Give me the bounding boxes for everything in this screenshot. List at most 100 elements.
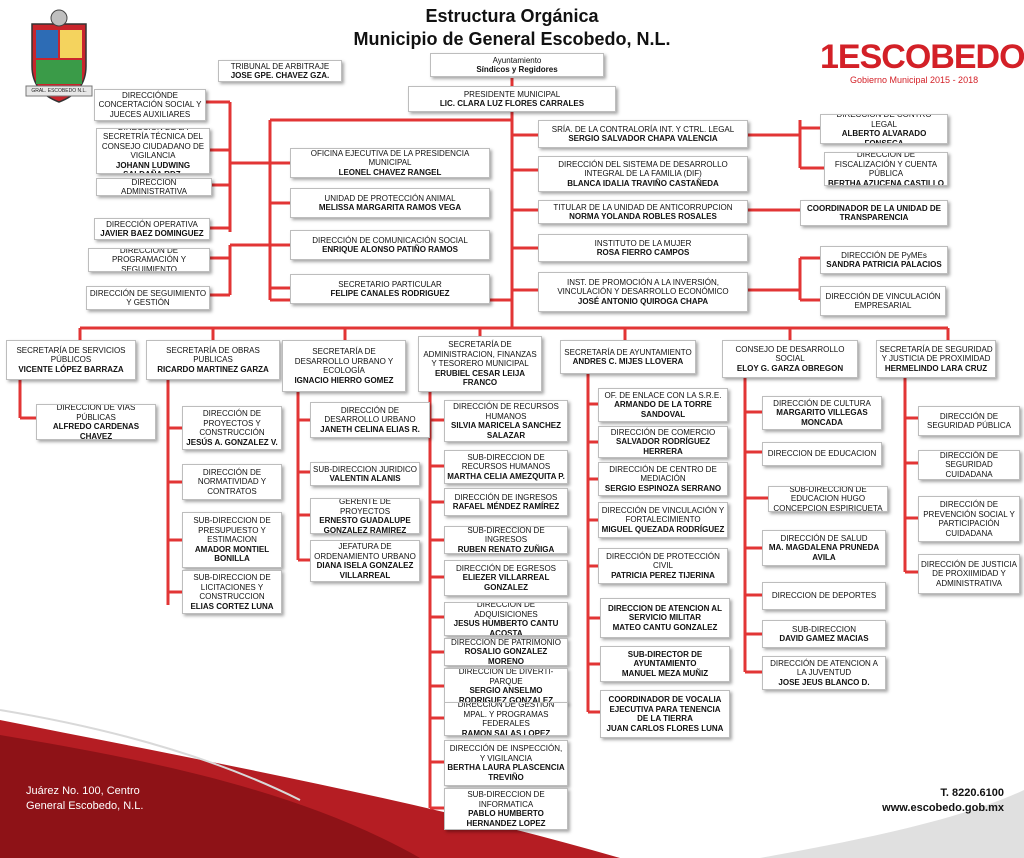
org-box-title: DIRECCIÓN DE ADQUISICIONES [474,602,538,619]
org-box-person: ELOY G. GARZA OBREGON [736,363,844,373]
org-box-person: SERGIO ESPINOZA SERRANO [604,483,722,493]
org-box-person: JOHANN LUDWING SALDAÑA RDZ. [115,160,191,174]
org-box-person: SANDRA PATRICIA PALACIOS [826,260,942,269]
org-box-person: ELIEZER VILLARREAL GONZALEZ [462,573,550,592]
municipal-shield-icon [25,9,93,103]
org-box-enlace-sre: OF. DE ENLACE CON LA S.R.E.ARMANDO DE LA… [598,388,728,422]
org-box-title: DIRECCIÓN DE FISCALIZACIÓN Y CUENTA PÚBL… [834,152,938,178]
org-box-person: SERGIO ANSELMO RODRIGUEZ GONZALEZ [458,686,554,704]
org-box-person: RUBEN RENATO ZUÑIGA [457,544,555,554]
org-box-person: PABLO HUMBERTO HERNANDEZ LOPEZ [466,809,546,828]
phone: T. 8220.6100 [940,787,1004,799]
org-box-title: DIRECCIÓN DEL SISTEMA DE DESARROLLO INTE… [558,159,728,179]
org-box-person: HERMELINDO LARA CRUZ [884,363,988,373]
org-box-person: MELISSA MARGARITA RAMOS VEGA [318,203,462,212]
org-box-programacion: DIRECCIÓN DE PROGRAMACIÓN Y SEGUIMIENTO [88,248,210,272]
org-box-title: DIRECCIÓN DE PREVENCIÓN SOCIAL Y PARTICI… [923,500,1015,538]
org-box-title: DIRECCIÓN DE INGRESOS [454,492,558,502]
org-box-person: ROSALIO GONZALEZ MORENO [464,647,548,666]
org-box-person: SUB-DIRECTOR DE AYUNTAMIENTO [627,649,703,669]
org-box-person: BLANCA IDALIA TRAVIÑO CASTAÑEDA [567,178,719,188]
org-box-licitaciones: SUB-DIRECCION DE LICITACIONES Y CONSTRUC… [182,570,282,614]
org-box-seguridad: SECRETARÍA DE SEGURIDAD Y JUSTICIA DE PR… [876,340,996,378]
org-box-inversion: INST. DE PROMOCIÓN A LA INVERSIÓN, VINCU… [538,272,748,312]
org-box-person: DAVID GAMEZ MACIAS [779,634,869,643]
org-box-title: SUB-DIRECCION DE LICITACIONES Y CONSTRUC… [193,573,271,601]
org-box-title: GERENTE DE PROYECTOS [338,498,391,516]
org-box-oficina-ejecutiva: OFICINA EJECUTIVA DE LA PRESIDENCIA MUNI… [290,148,490,178]
org-box-title: DIRECCIÓN DE CONTRO LEGAL [836,114,932,129]
org-box-person: COORDINADOR DE LA UNIDAD DE TRANSPARENCI… [807,203,941,223]
org-box-person: SERGIO SALVADOR CHAPA VALENCIA [568,134,718,143]
org-box-title: DIRECCIÓN DE SEGUIMIENTO Y GESTIÓN [89,288,207,308]
org-box-person: RICARDO MARTINEZ GARZA [157,364,269,374]
org-box-vocalia: COORDINADOR DE VOCALIA EJECUTIVA PARA TE… [600,690,730,738]
org-box-title: SECRETARÍA DE SEGURIDAD Y JUSTICIA DE PR… [879,344,993,364]
org-box-title: OF. DE ENLACE CON LA S.R.E. [604,390,722,400]
org-box-person: ELIAS CORTEZ LUNA [190,601,274,611]
org-box-title: DIRECCIÓN OPERATIVA [106,219,198,229]
org-box-person: ROSA FIERRO CAMPOS [596,248,690,257]
org-box-title: DIRECCIÓN DE SEGURIDAD PÚBLICA [926,411,1012,431]
org-box-title: SUB-DIRECCION DE INGRESOS [467,526,545,545]
org-box-presupuesto: SUB-DIRECCION DE PRESUPUESTO Y ESTIMACIO… [182,512,282,568]
org-box-person: PATRICIA PEREZ TIJERINA [611,570,715,580]
org-box-person: MIGUEL QUEZADA RODRÍGUEZ [601,524,725,534]
org-box-title: PRESIDENTE MUNICIPAL [463,89,561,99]
org-box-person: COORDINADOR DE VOCALIA EJECUTIVA PARA TE… [608,695,722,723]
org-box-title: SUB-DIRECCION JURIDICO [313,464,418,474]
org-box-person: RAMON SALAS LOPEZ [461,728,551,736]
org-box-person: DIRECCION DE ATENCION AL SERVICIO MILITA… [608,603,722,623]
org-box-title: DIRECCIÓN DE DESARROLLO URBANO [324,405,416,425]
org-box-title: DIRECCIÓN DE PROGRAMACIÓN Y SEGUIMIENTO [111,248,187,272]
org-box-title: DIRECCIÓN DE PyMEs [841,250,927,260]
org-box-person: LEONEL CHAVEZ RANGEL [338,167,442,177]
org-box-seg-publica: DIRECCIÓN DE SEGURIDAD PÚBLICA [918,406,1020,436]
org-box-title: DIRECCIÓN DE COMUNICACIÓN SOCIAL [312,235,468,245]
org-box-justicia: DIRECCIÓN DE JUSTICIA DE PROXIIMIDAD Y A… [918,554,1020,594]
org-box-title: INST. DE PROMOCIÓN A LA INVERSIÓN, VINCU… [557,277,729,297]
org-box-title: DIRECCIÓN DE SALUD [780,533,868,543]
page-title: Estructura Orgánica [425,6,599,26]
org-box-person: JAVIER BAEZ DOMINGUEZ [100,229,204,238]
logo-text: ESCOBEDO [837,38,1024,76]
org-box-seguimiento-gestion: DIRECCIÓN DE SEGUIMIENTO Y GESTIÓN [86,286,210,310]
org-box-title: DIRECCIÓN DE SEGURIDAD CUIDADANA [939,450,999,479]
org-box-title: DIRECCIÓN DE GESTION MPAL. Y PROGRAMAS F… [457,702,555,728]
org-box-person: VICENTE LÓPEZ BARRAZA [18,364,124,374]
org-box-title: DIRECCIÓN DE JUSTICIA DE PROXIIMIDAD Y A… [921,559,1018,588]
org-box-desarrollo-urbano: SECRETARÍA DE DESARROLLO URBANO Y ECOLOG… [282,340,406,392]
logo-numeral: 1 [820,38,839,76]
org-box-servicio-militar: DIRECCION DE ATENCION AL SERVICIO MILITA… [600,598,730,638]
org-box-transparencia: COORDINADOR DE LA UNIDAD DE TRANSPARENCI… [800,200,948,226]
org-box-person: Síndicos y Regidores [476,65,558,74]
org-box-person: BERTHA LAURA PLASCENCIA TREVIÑO [447,763,565,782]
footer-contact: T. 8220.6100 www.escobedo.gob.mx [882,786,1004,816]
org-box-title: DIRECCIÓN DE PATRIMONIO [451,638,561,647]
org-box-person: DIANA ISELA GONZALEZ VILLARREAL [316,561,414,580]
org-box-title: DIRECCIÓN DE ATENCION A LA JUVENTUD [770,658,878,678]
org-box-educacion: DIRECCION DE EDUCACION [762,442,882,466]
org-box-sub-educacion: SUB-DIRECCION DE EDUCACION HUGO CONCEPCI… [768,486,888,512]
org-box-person: SALVADOR RODRÍGUEZ HERRERA [616,437,710,456]
org-box-title: SECRETARIO PARTICULAR [338,279,442,289]
org-box-title: DIRECCIÓN DE PROYECTOS Y CONSTRUCCIÓN [199,409,265,437]
org-box-title: TRIBUNAL DE ARBITRAJE [230,61,330,71]
